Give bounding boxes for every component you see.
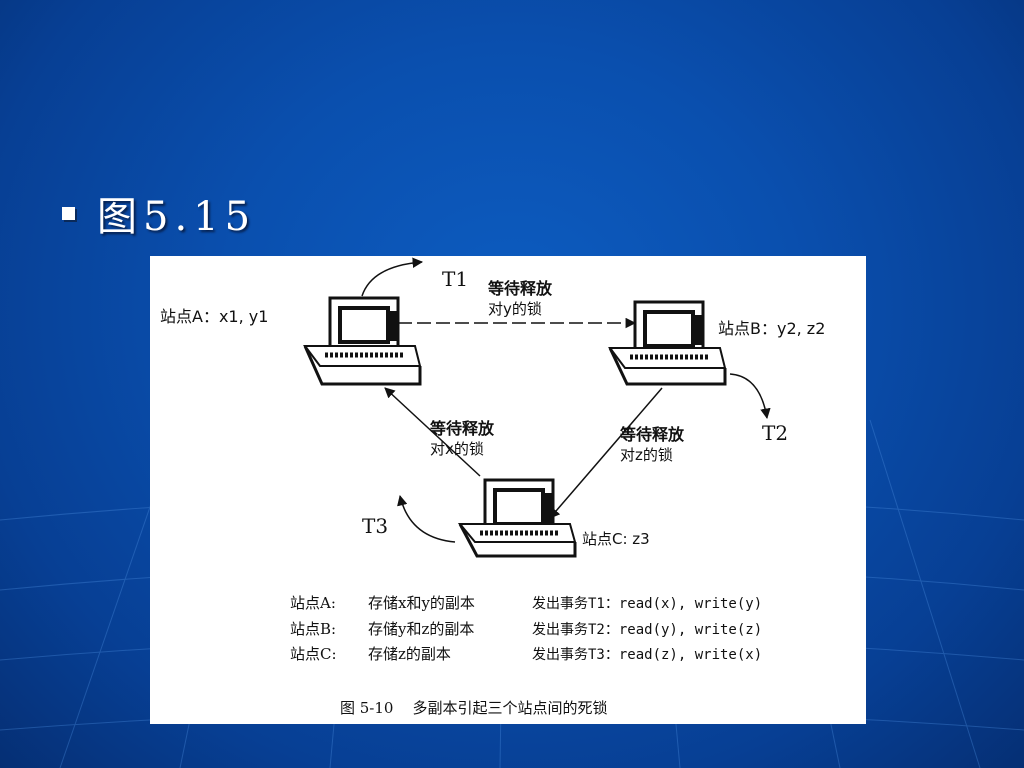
edge-ab-label-2: 对y的锁 <box>488 300 542 318</box>
computer-a-icon <box>303 296 422 386</box>
legend-store-a: 存储x和y的副本 <box>368 594 475 612</box>
t2-label: T2 <box>762 421 788 445</box>
legend-site-a: 站点A: <box>290 594 336 612</box>
edge-ab-label-1: 等待释放 <box>487 279 553 298</box>
site-a-label: 站点A：x1, y1 <box>160 307 268 326</box>
legend-site-c: 站点C: <box>290 645 337 663</box>
site-c-label: 站点C: z3 <box>582 530 650 548</box>
legend-store-b: 存储y和z的副本 <box>368 620 474 638</box>
edge-ca-label-2: 对x的锁 <box>430 440 484 458</box>
legend-issue-b: 发出事务T2：read(y), write(z) <box>532 622 762 638</box>
edge-bc-label-1: 等待释放 <box>619 425 685 444</box>
arrow-t2 <box>729 373 771 420</box>
legend-store-c: 存储z的副本 <box>368 645 451 663</box>
slide-bullet-text: 图5.15 <box>97 194 257 240</box>
legend-issue-a: 发出事务T1：read(x), write(y) <box>532 596 762 612</box>
t3-label: T3 <box>362 514 388 538</box>
square-bullet-icon <box>62 206 75 220</box>
legend-issue-c: 发出事务T3：read(z), write(x) <box>532 647 762 663</box>
arrow-t3 <box>397 494 456 543</box>
t1-label: T1 <box>442 267 468 291</box>
edge-c-to-a <box>384 387 481 477</box>
legend-site-b: 站点B: <box>290 620 336 638</box>
edge-ca-label-1: 等待释放 <box>429 419 495 438</box>
computer-c-icon <box>457 478 577 558</box>
arrow-t1 <box>361 257 424 297</box>
figure-caption: 图 5-10 多副本引起三个站点间的死锁 <box>340 699 608 717</box>
site-b-label: 站点B：y2, z2 <box>718 319 825 338</box>
deadlock-figure: T1 T2 T3 站点A：x1, y1 站点B：y2, z2 站点C: z3 等… <box>150 256 866 724</box>
edge-bc-label-2: 对z的锁 <box>620 446 673 464</box>
computer-b-icon <box>608 300 727 386</box>
edge-b-to-c <box>549 387 663 519</box>
legend: 站点A: 存储x和y的副本 发出事务T1：read(x), write(y) 站… <box>290 594 762 663</box>
bullet-item: 图5.15 <box>62 188 256 240</box>
